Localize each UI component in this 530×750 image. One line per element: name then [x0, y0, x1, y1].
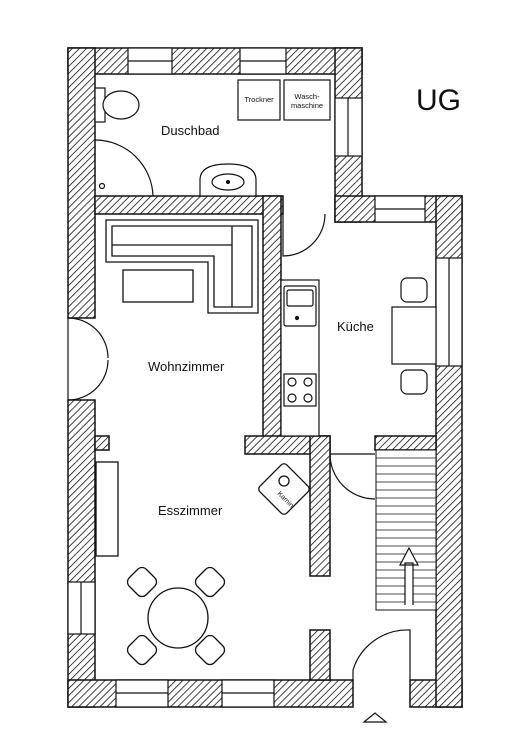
wall-stair-right — [374, 435, 437, 451]
room-label-wohnzimmer: Wohnzimmer — [148, 359, 225, 374]
room-label-kueche: Küche — [337, 319, 374, 334]
bath-fixtures — [94, 79, 331, 197]
wall-left-upper — [67, 47, 96, 319]
wall-top — [67, 47, 363, 75]
staircase — [375, 449, 437, 611]
windows — [67, 47, 463, 708]
fireplace-box — [258, 463, 310, 515]
door-terrace — [67, 317, 109, 401]
dining-chair-tr — [194, 566, 226, 598]
stair-arrow-icon — [399, 546, 419, 605]
doors — [67, 139, 411, 680]
dryer-label: Trockner — [244, 95, 274, 104]
washer-label-1: Wasch- — [294, 92, 320, 101]
washer-label-2: maschine — [291, 101, 323, 110]
room-label-duschbad: Duschbad — [161, 123, 220, 138]
dining-furniture — [126, 566, 226, 666]
wall-stair-left — [309, 435, 331, 577]
door-entrance — [352, 629, 411, 680]
wall-bottom — [67, 679, 354, 708]
coffee-table — [122, 269, 194, 303]
dining-chair-tl — [126, 566, 158, 598]
dining-chair-bl — [126, 634, 158, 666]
toilet-bowl-icon — [102, 90, 140, 120]
interior-walls — [94, 195, 437, 681]
kitchen-furniture — [280, 277, 437, 437]
living-furniture — [95, 219, 310, 557]
dryer-box — [237, 79, 281, 121]
wall-left-pillar — [94, 435, 110, 451]
washer-box — [283, 79, 331, 121]
door-bath — [282, 213, 326, 257]
sofa-l-shape — [105, 219, 259, 314]
wall-entrance-stub — [309, 629, 331, 681]
shower-drain-icon — [98, 182, 106, 190]
door-kitchen — [329, 453, 376, 500]
sideboard — [95, 461, 119, 557]
cooktop-burner-icon — [287, 377, 297, 387]
dining-chair-br — [194, 634, 226, 666]
entrance-marker-icon — [362, 712, 388, 723]
wall-left-lower — [67, 399, 96, 708]
wall-bath-living — [94, 195, 284, 215]
room-label-esszimmer: Esszimmer — [158, 503, 223, 518]
floor-label: UG — [416, 84, 461, 117]
kitchen-chair-bottom — [400, 369, 428, 395]
kitchen-table — [391, 306, 437, 365]
kitchen-chair-top — [400, 277, 428, 303]
dining-table-round — [147, 587, 209, 649]
wall-living-kitchen — [262, 195, 282, 439]
door-shower — [94, 139, 154, 197]
